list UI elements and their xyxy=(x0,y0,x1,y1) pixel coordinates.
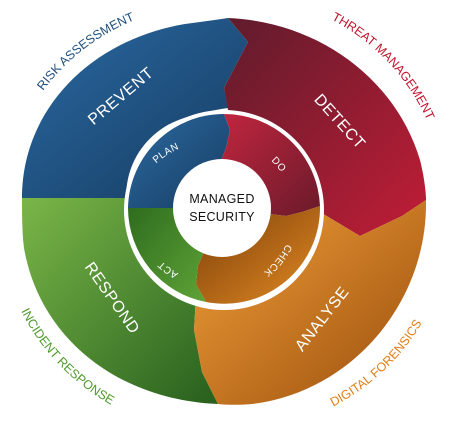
detect-segment xyxy=(224,18,426,236)
plan-segment xyxy=(128,114,230,208)
do-segment xyxy=(218,113,320,216)
analyse-segment xyxy=(194,200,427,405)
prevent-segment xyxy=(22,18,248,198)
act-segment xyxy=(128,208,206,302)
check-segment xyxy=(196,206,321,304)
center-title-line2: SECURITY xyxy=(189,210,255,224)
respond-segment xyxy=(22,198,218,404)
center-circle xyxy=(173,159,271,257)
center-title-line1: MANAGED xyxy=(189,192,254,206)
